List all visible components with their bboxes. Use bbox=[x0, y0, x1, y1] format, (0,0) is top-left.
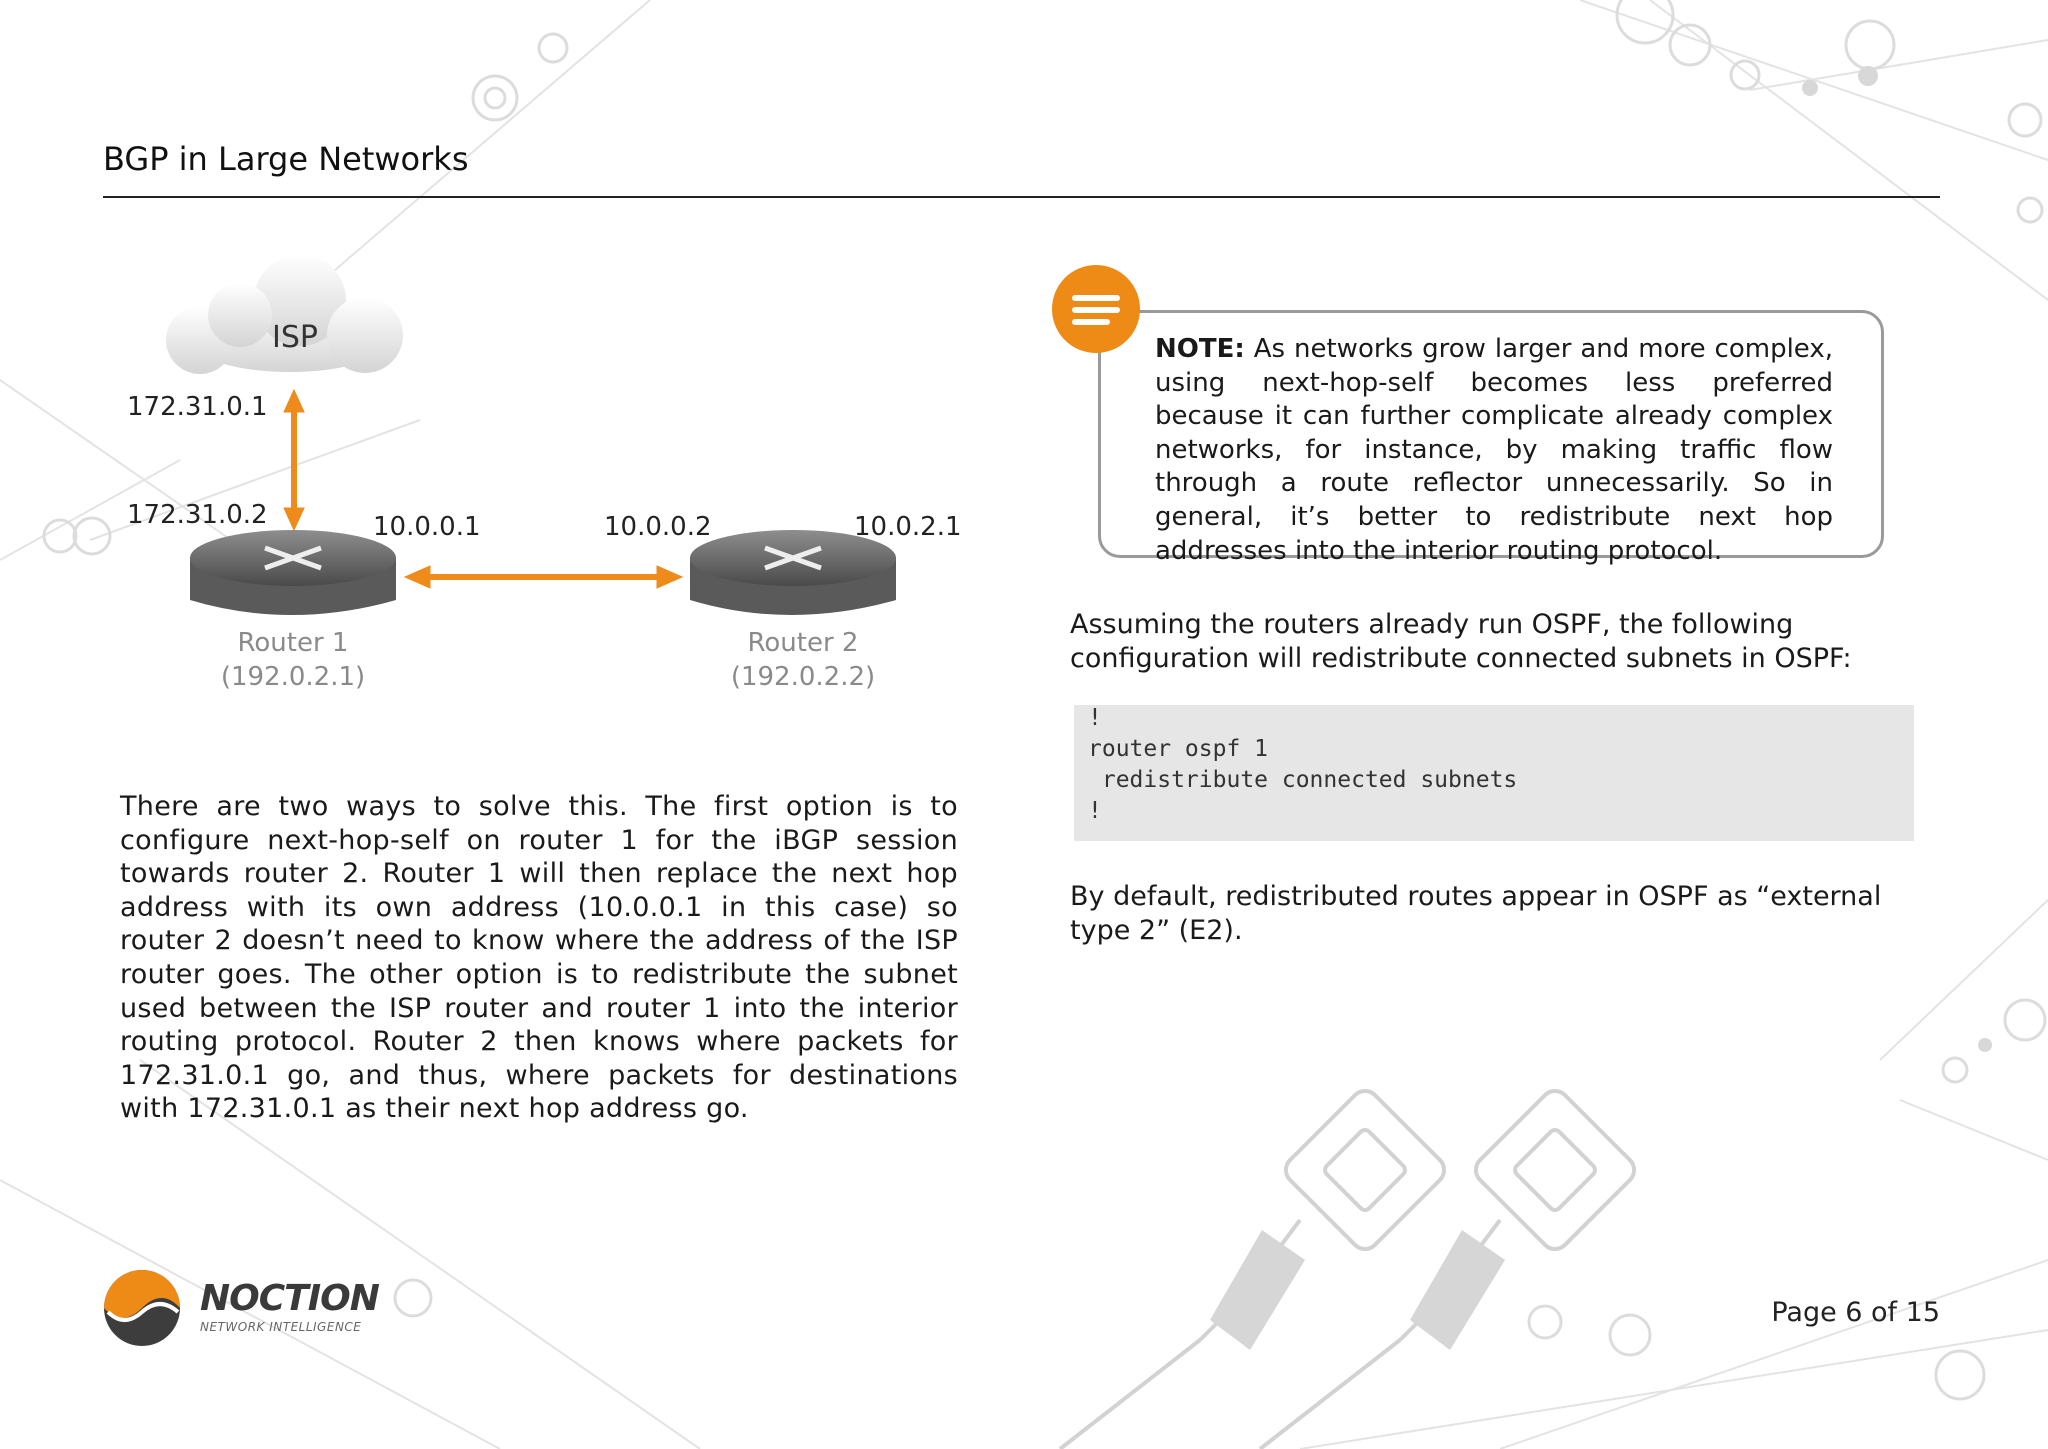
note-text: NOTE: As networks grow larger and more c… bbox=[1155, 333, 1833, 568]
router1-name: Router 1 bbox=[237, 628, 349, 658]
title-divider bbox=[103, 196, 1940, 198]
note-lines-icon bbox=[1052, 265, 1140, 353]
router2-name: Router 2 bbox=[747, 628, 859, 658]
ospf-intro-text: Assuming the routers already run OSPF, t… bbox=[1070, 609, 1852, 674]
router1-ip: (192.0.2.1) bbox=[220, 662, 366, 692]
page-title: BGP in Large Networks bbox=[103, 140, 469, 178]
isp-link-arrow bbox=[283, 388, 305, 532]
router2-ip: (192.0.2.2) bbox=[730, 662, 876, 692]
router2-link-ip: 10.0.0.2 bbox=[604, 512, 712, 542]
code-block: ! router ospf 1 redistribute connected s… bbox=[1074, 705, 1914, 841]
router1-icon bbox=[190, 530, 396, 615]
note-box bbox=[1098, 310, 1884, 558]
body-paragraph: There are two ways to solve this. The fi… bbox=[120, 791, 958, 1125]
router1-label: Router 1 (192.0.2.1) bbox=[173, 626, 413, 694]
ospf-outro-text: By default, redistributed routes appear … bbox=[1070, 881, 1882, 946]
diagram-graphics bbox=[166, 254, 896, 615]
code-line: redistribute connected subnets bbox=[1088, 767, 1518, 793]
router-link-arrow bbox=[403, 565, 684, 589]
router2-icon bbox=[690, 530, 896, 615]
isp-top-ip: 172.31.0.1 bbox=[127, 392, 268, 422]
network-diagram: ISP 172.31.0.1 172.31.0.2 10.0.0.1 10.0.… bbox=[100, 240, 1000, 710]
noction-logo: NOCTION NETWORK INTELLIGENCE bbox=[102, 1268, 402, 1358]
isp-bottom-ip: 172.31.0.2 bbox=[127, 500, 268, 530]
note-body: As networks grow larger and more complex… bbox=[1155, 334, 1833, 566]
noction-logo-icon bbox=[104, 1270, 180, 1346]
logo-wordmark: NOCTION bbox=[200, 1278, 380, 1319]
router1-link-ip: 10.0.0.1 bbox=[373, 512, 481, 542]
code-line: router ospf 1 bbox=[1088, 736, 1269, 762]
code-line: ! bbox=[1088, 705, 1102, 731]
isp-label: ISP bbox=[272, 320, 318, 355]
router2-label: Router 2 (192.0.2.2) bbox=[683, 626, 923, 694]
router2-right-ip: 10.0.2.1 bbox=[854, 512, 962, 542]
note-label: NOTE: bbox=[1155, 334, 1245, 364]
code-line: ! bbox=[1088, 798, 1102, 824]
page-number: Page 6 of 15 bbox=[1771, 1297, 1940, 1328]
logo-tagline: NETWORK INTELLIGENCE bbox=[200, 1320, 362, 1334]
isp-cloud-icon bbox=[166, 254, 403, 374]
